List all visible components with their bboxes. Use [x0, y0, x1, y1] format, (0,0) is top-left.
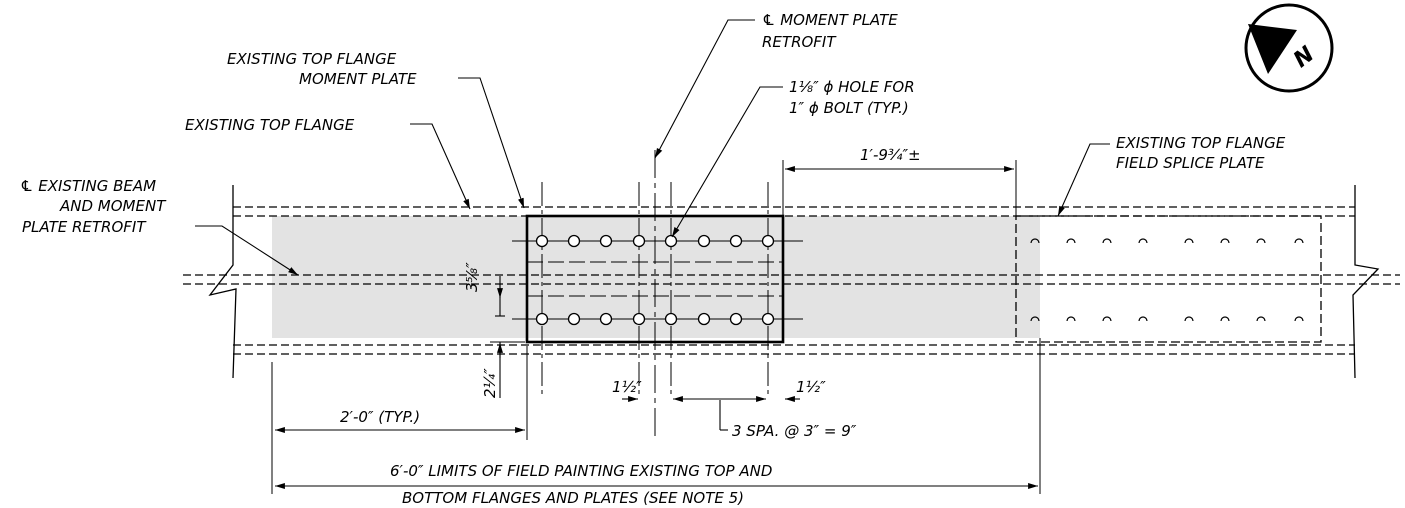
- cl-moment-plate-label-1: ℄ MOMENT PLATE: [762, 11, 898, 29]
- splice-bolt-hole: [1030, 238, 1040, 244]
- dim-vertical-spacing: 3⅝″: [463, 262, 481, 292]
- north-arrow-icon: N: [1244, 3, 1334, 93]
- bolt-hole: [664, 234, 678, 248]
- bolt-hole: [664, 312, 678, 326]
- dimension-lines: [275, 166, 1038, 489]
- splice-plate: [1015, 215, 1322, 343]
- field-splice-label-2: FIELD SPLICE PLATE: [1116, 154, 1265, 172]
- splice-bolt-hole: [1256, 238, 1266, 244]
- cl-beam-label-1: ℄ EXISTING BEAM: [20, 177, 156, 195]
- splice-bolt-hole: [1138, 316, 1148, 322]
- svg-text:N: N: [1289, 42, 1319, 73]
- ex-top-flange-moment-plate-label-1: EXISTING TOP FLANGE: [227, 50, 397, 68]
- splice-bolt-hole: [1294, 316, 1304, 322]
- bolt-hole: [697, 312, 711, 326]
- splice-bolt-hole: [1066, 238, 1076, 244]
- break-lines: [208, 185, 1380, 379]
- cl-beam-label-2: AND MOMENT: [59, 197, 167, 215]
- extension-lines: [271, 150, 1041, 494]
- bolt-hole: [567, 312, 581, 326]
- bolt-hole: [697, 234, 711, 248]
- bolt-hole: [567, 234, 581, 248]
- bolt-hole: [632, 234, 646, 248]
- splice-bolt-hole: [1102, 238, 1112, 244]
- splice-bolt-hole: [1220, 238, 1230, 244]
- splice-bolt-hole: [1138, 238, 1148, 244]
- splice-bolt-holes: [1030, 238, 1304, 322]
- bolt-hole: [535, 234, 549, 248]
- bolt-hole: [729, 234, 743, 248]
- cl-beam-label-3: PLATE RETROFIT: [22, 218, 147, 236]
- splice-bolt-hole: [1256, 316, 1266, 322]
- flange-lines: [183, 206, 1400, 355]
- dim-edge-right: 1½″: [796, 378, 826, 396]
- dim-top-right: 1′-9¾″±: [860, 146, 921, 164]
- ex-top-flange-moment-plate-label-2: MOMENT PLATE: [299, 70, 417, 88]
- hole-note-label-1: 1⅛″ ϕ HOLE FOR: [789, 78, 915, 96]
- cl-moment-plate-label-2: RETROFIT: [762, 33, 837, 51]
- splice-bolt-hole: [1030, 316, 1040, 322]
- splice-bolt-hole: [1294, 238, 1304, 244]
- bolt-hole: [599, 234, 613, 248]
- leaders: [195, 19, 1110, 276]
- splice-bolt-hole: [1066, 316, 1076, 322]
- paint-zone: [272, 216, 1040, 338]
- ex-top-flange-label: EXISTING TOP FLANGE: [185, 116, 355, 134]
- splice-bolt-hole: [1220, 316, 1230, 322]
- dim-edge-bottom: 2¼″: [481, 368, 499, 398]
- dim-limits-2: BOTTOM FLANGES AND PLATES (SEE NOTE 5): [402, 489, 744, 507]
- hole-note-label-2: 1″ ϕ BOLT (TYP.): [789, 99, 909, 117]
- dim-typ-length: 2′-0″ (TYP.): [340, 408, 420, 426]
- dim-limits-1: 6′-0″ LIMITS OF FIELD PAINTING EXISTING …: [390, 462, 772, 480]
- splice-bolt-hole: [1102, 316, 1112, 322]
- splice-bolt-hole: [1184, 316, 1194, 322]
- bolt-hole: [729, 312, 743, 326]
- splice-bolt-hole: [1184, 238, 1194, 244]
- field-splice-label-1: EXISTING TOP FLANGE: [1116, 134, 1286, 152]
- dim-bolt-spacing: 3 SPA. @ 3″ = 9″: [732, 422, 857, 440]
- bolt-holes: [535, 234, 775, 326]
- bolt-hole: [761, 234, 775, 248]
- bolt-hole: [761, 312, 775, 326]
- bolt-hole: [599, 312, 613, 326]
- bolt-hole: [535, 312, 549, 326]
- bolt-hole: [632, 312, 646, 326]
- dim-edge-left: 1½″: [612, 378, 642, 396]
